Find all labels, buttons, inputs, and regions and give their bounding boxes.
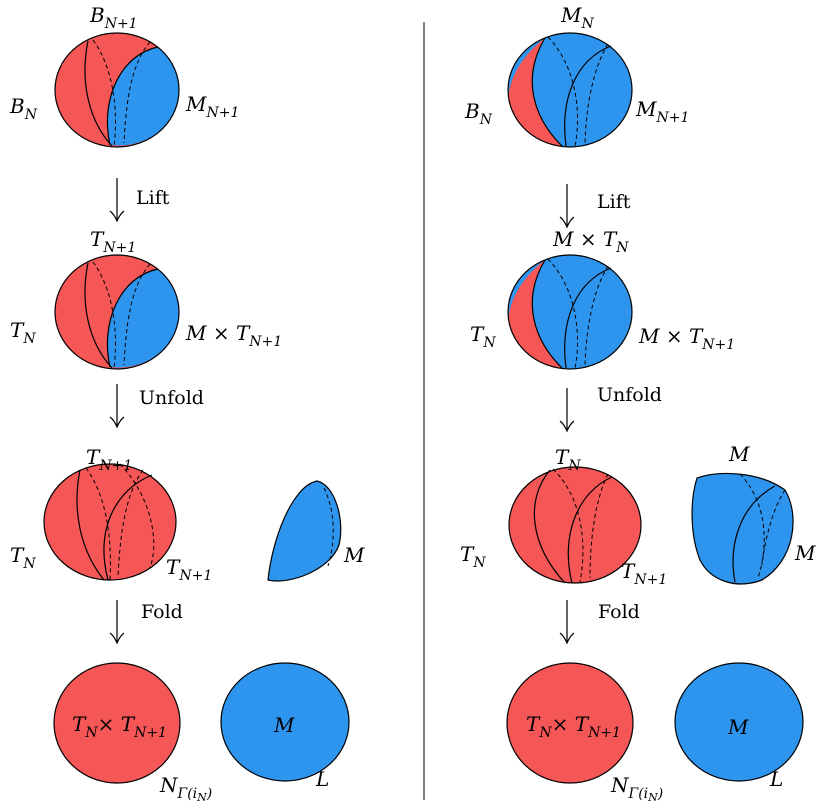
left-row3-piece xyxy=(267,480,342,582)
right-r3-top-m-label: M xyxy=(728,442,750,466)
left-r3-br-label: TN+1 xyxy=(166,555,212,584)
left-row3-sphere xyxy=(43,463,177,581)
left-lift-label: Lift xyxy=(136,187,170,209)
left-r1-right-label: MN+1 xyxy=(185,92,239,121)
right-fold-arrow xyxy=(559,600,575,645)
left-row1-sphere xyxy=(54,32,180,148)
right-row3-sphere xyxy=(508,466,642,584)
left-r4-ball-label: TN× TN+1 xyxy=(72,712,167,741)
right-unfold-arrow xyxy=(559,388,575,433)
left-r4-n-label: NΓ(iN) xyxy=(159,773,212,804)
left-row2-sphere xyxy=(54,254,180,370)
left-r2-top-label: TN+1 xyxy=(90,227,136,256)
right-r3-left-label: TN xyxy=(460,542,486,571)
right-r1-right-label: MN+1 xyxy=(635,97,689,126)
right-r3-br-label: TN+1 xyxy=(621,559,667,588)
left-fold-arrow xyxy=(109,600,125,645)
right-m-ball xyxy=(674,662,804,782)
left-r1-left-label: BN xyxy=(9,94,38,123)
left-r1-top-label: BN+1 xyxy=(89,3,138,32)
left-r4-l-label: L xyxy=(315,767,329,791)
right-r3-top-label: TN xyxy=(555,445,581,474)
left-r3-top-label: TN+1 xyxy=(86,445,132,474)
right-r2-right-label: M × TN+1 xyxy=(638,324,735,353)
left-r4-m-label: M xyxy=(273,713,295,737)
left-lift-arrow xyxy=(109,178,125,223)
right-r4-n-label: NΓ(iN) xyxy=(610,773,663,804)
right-lift-arrow xyxy=(559,184,575,229)
left-r2-left-label: TN xyxy=(10,318,36,347)
left-unfold-label: Unfold xyxy=(139,387,204,409)
right-r4-l-label: L xyxy=(769,767,783,791)
right-unfold-label: Unfold xyxy=(597,384,662,406)
left-fold-label: Fold xyxy=(141,601,183,623)
right-row1-sphere xyxy=(507,32,633,148)
left-r3-left-label: TN xyxy=(10,543,36,572)
right-r3-m-label: M xyxy=(794,541,816,565)
right-fold-label: Fold xyxy=(598,601,640,623)
right-r2-top-label: M × TN xyxy=(552,227,629,256)
right-product-ball xyxy=(506,662,634,784)
left-product-ball xyxy=(53,662,181,784)
left-r3-m-label: M xyxy=(343,543,365,567)
right-r2-left-label: TN xyxy=(470,322,496,351)
right-r1-left-label: BN xyxy=(464,99,493,128)
right-row3-piece xyxy=(691,472,794,585)
right-row2-sphere xyxy=(507,254,633,370)
right-r4-m-label: M xyxy=(727,715,749,739)
left-m-ball xyxy=(220,662,350,782)
left-unfold-arrow xyxy=(109,384,125,429)
right-lift-label: Lift xyxy=(597,191,631,213)
left-r2-right-label: M × TN+1 xyxy=(185,321,282,350)
right-r4-ball-label: TN× TN+1 xyxy=(526,712,621,741)
right-r1-top-label: MN xyxy=(560,3,594,32)
